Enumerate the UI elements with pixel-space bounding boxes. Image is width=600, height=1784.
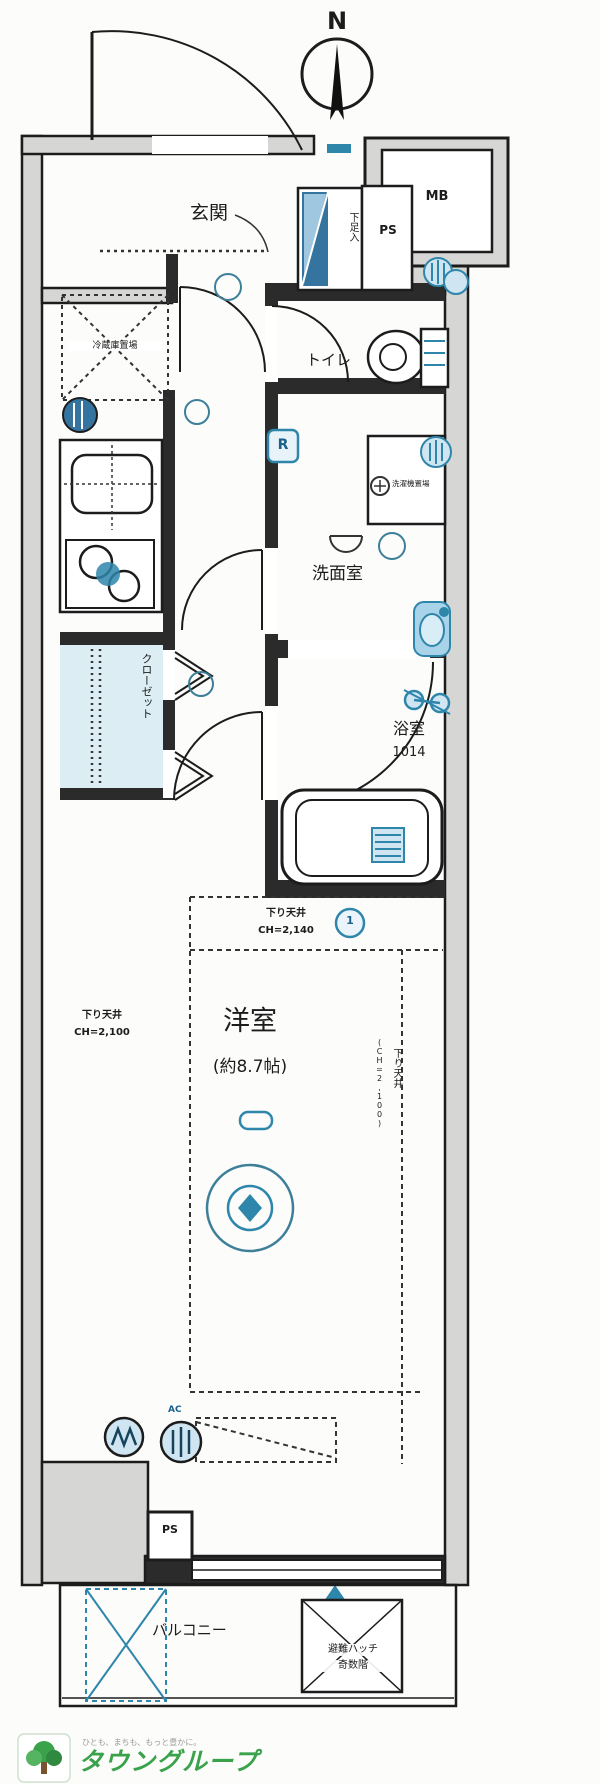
room-label-toilet: トイレ <box>306 351 352 369</box>
room-label-washroom: 洗面室 <box>312 564 363 584</box>
room-label-mb: MB <box>425 189 449 204</box>
dropped-ceiling-left-l1: 下り天井 <box>82 1010 122 1021</box>
dropped-ceiling-left-l2: CH=2,100 <box>74 1027 130 1038</box>
room-label-closet: クローゼット <box>140 653 153 719</box>
balcony-partition-icon <box>85 1588 167 1702</box>
room-label-western: 洋室 <box>223 1006 277 1037</box>
pipe-space-top-box <box>360 184 414 292</box>
western-size-label: (約8.7帖) <box>212 1057 288 1077</box>
washer-space-box <box>366 434 452 526</box>
room-label-balcony: バルコニー <box>152 1621 227 1639</box>
brand-logo-icon <box>17 1733 71 1783</box>
range-mark-label: R <box>277 437 289 453</box>
dropped-ceiling-side-l1: 下り天井 <box>391 1048 402 1088</box>
room-fixtures <box>184 269 469 1253</box>
watermark-brand: タウングループ <box>78 1747 259 1776</box>
room-label-shoebox: 下足入 <box>347 212 358 242</box>
hatch-label-l1: 避難ハッチ <box>310 1644 396 1656</box>
door-marker <box>327 144 351 153</box>
room-label-genkan: 玄関 <box>190 202 229 224</box>
note-badge-circle <box>334 907 366 939</box>
room-label-ps-top: PS <box>379 223 397 237</box>
pipe-space-bottom-box <box>146 1510 194 1562</box>
folding-door-icon <box>174 651 214 801</box>
room-label-bath: 浴室 <box>392 719 425 738</box>
entrance-door <box>90 30 303 151</box>
dropped-ceiling-right-l2: CH=2,140 <box>258 925 314 936</box>
door-openings <box>152 136 430 800</box>
dropped-ceiling-side-l2: (CH=2,100) <box>375 1038 384 1128</box>
corridor-doors <box>173 286 266 801</box>
genkan-floor-lines <box>100 214 269 253</box>
hatch-label-l2: 奇数階 <box>322 1660 384 1672</box>
dropped-ceiling-lines <box>189 896 443 1464</box>
closet-area <box>60 645 163 788</box>
balcony-outline <box>58 1583 458 1708</box>
watermark-tagline: ひとも、まちも、もっと豊かに。 <box>82 1738 202 1747</box>
bath-size-label: 1014 <box>392 745 426 760</box>
washer-space-label: 洗濯機置場 <box>392 479 430 488</box>
ac-mark-label: AC <box>168 1405 182 1415</box>
room-label-ps-bottom: PS <box>162 1523 178 1536</box>
note-badge-label: 1 <box>346 914 354 927</box>
toilet-fixture <box>271 305 450 389</box>
room-label-fridge: 冷蔵庫置場 <box>68 341 162 352</box>
washroom-fixtures <box>329 532 451 657</box>
dropped-ceiling-right-l1: 下り天井 <box>266 908 306 919</box>
range-mark-box <box>266 428 300 464</box>
bathtub-icon <box>280 788 444 886</box>
window-band <box>191 1559 443 1604</box>
vent-icons-bottom <box>103 1416 203 1464</box>
compass-north-label: N <box>326 7 348 35</box>
compass-icon <box>300 37 374 120</box>
shoe-cabinet <box>296 186 364 292</box>
stove-icon <box>65 539 155 609</box>
